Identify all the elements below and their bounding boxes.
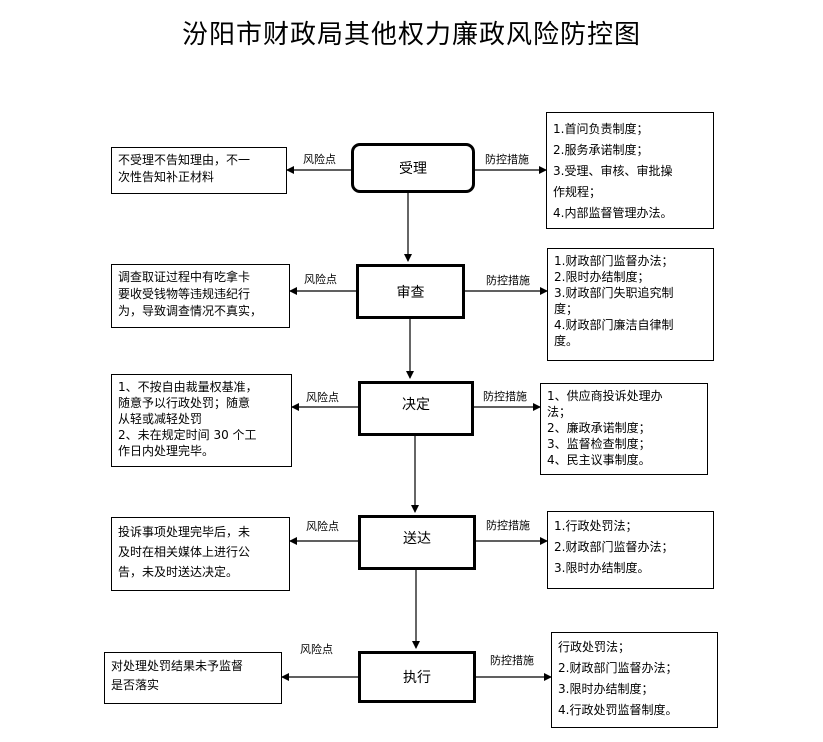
risk-label: 风险点: [306, 520, 339, 533]
stage-label: 审查: [396, 284, 425, 301]
page-title: 汾阳市财政局其他权力廉政风险防控图: [181, 20, 641, 50]
risk-label: 风险点: [300, 643, 333, 656]
stage-box-decide: 决定: [358, 381, 474, 436]
control-label: 防控措施: [490, 654, 534, 667]
control-box-accept: 1.首问负责制度； 2.服务承诺制度； 3.受理、审核、审批操 作规程； 4.内…: [546, 112, 714, 229]
stage-box-execute: 执行: [358, 651, 476, 703]
stage-label: 决定: [402, 397, 430, 413]
control-label: 防控措施: [486, 274, 530, 287]
control-label: 防控措施: [486, 519, 530, 532]
risk-label: 风险点: [304, 273, 337, 286]
stage-label: 受理: [399, 161, 427, 177]
stage-label: 送达: [403, 531, 431, 547]
control-box-review: 1.财政部门监督办法； 2.限时办结制度； 3.财政部门失职追究制 度； 4.财…: [547, 248, 714, 361]
control-box-decide: 1、供应商投诉处理办 法； 2、廉政承诺制度； 3、监督检查制度； 4、民主议事…: [540, 383, 708, 475]
risk-box-review: 调查取证过程中有吃拿卡 要收受钱物等违规违纪行 为，导致调查情况不真实，: [111, 264, 290, 328]
risk-label: 风险点: [303, 153, 336, 166]
risk-box-decide: 1、不按自由裁量权基准， 随意予以行政处罚；随意 从轻或减轻处罚 2、未在规定时…: [111, 374, 292, 467]
control-label: 防控措施: [483, 390, 527, 403]
control-label: 防控措施: [485, 153, 529, 166]
risk-box-execute: 对处理处罚结果未予监督 是否落实: [104, 652, 282, 704]
control-box-deliver: 1.行政处罚法； 2.财政部门监督办法； 3.限时办结制度。: [547, 511, 714, 589]
stage-box-review: 审查: [356, 264, 465, 319]
risk-label: 风险点: [306, 391, 339, 404]
stage-label: 执行: [403, 670, 431, 686]
risk-box-accept: 不受理不告知理由，不一 次性告知补正材料: [111, 147, 287, 194]
stage-box-accept: 受理: [351, 143, 475, 193]
stage-box-deliver: 送达: [358, 515, 476, 570]
control-box-execute: 行政处罚法； 2.财政部门监督办法； 3.限时办结制度； 4.行政处罚监督制度。: [551, 632, 718, 728]
risk-box-deliver: 投诉事项处理完毕后，未 及时在相关媒体上进行公 告，未及时送达决定。: [111, 517, 290, 591]
